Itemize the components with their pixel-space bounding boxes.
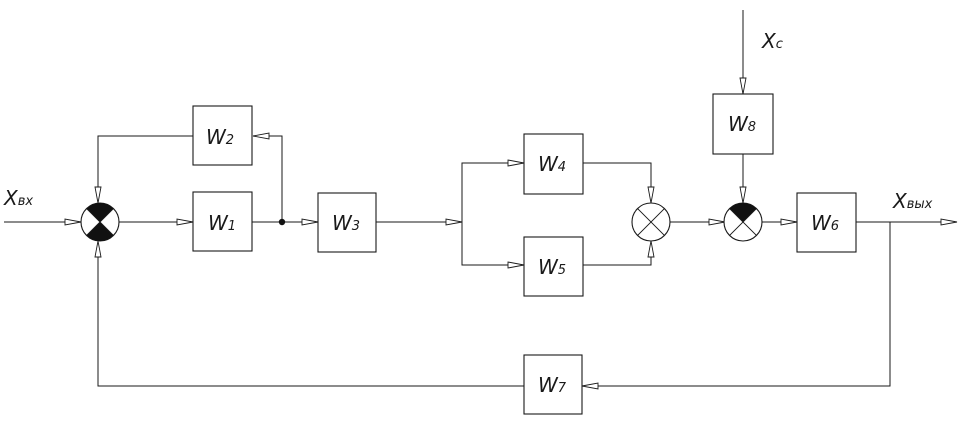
signal-output-symbol: X bbox=[892, 189, 908, 213]
block-w1-index: 1 bbox=[228, 219, 236, 234]
signal-input-subscript: вх bbox=[18, 194, 34, 209]
arrow-w2-s1 bbox=[94, 186, 102, 204]
svg-text:W7: W7 bbox=[538, 373, 567, 397]
block-w3-symbol: W bbox=[332, 211, 353, 235]
block-w3: W3 bbox=[317, 192, 377, 253]
arrow-to-split bbox=[445, 218, 463, 226]
arrow-to-w5 bbox=[507, 261, 525, 269]
svg-text:W4: W4 bbox=[538, 152, 566, 176]
block-w4-index: 4 bbox=[558, 160, 566, 175]
signal-disturbance-subscript: с bbox=[776, 37, 783, 52]
block-w8-symbol: W bbox=[728, 112, 749, 136]
arrow-xc-w8 bbox=[739, 77, 747, 95]
block-w4: W4 bbox=[523, 133, 584, 195]
block-w7-symbol: W bbox=[538, 373, 559, 397]
block-w7-index: 7 bbox=[558, 381, 567, 396]
block-w2-index: 2 bbox=[226, 133, 234, 148]
svg-text:W3: W3 bbox=[332, 211, 360, 235]
block-w2-symbol: W bbox=[206, 125, 227, 149]
arrow-s2-s3 bbox=[708, 218, 726, 226]
block-w8: W8 bbox=[712, 93, 774, 155]
svg-text:W6: W6 bbox=[811, 211, 839, 235]
signal-output-label: Xвых bbox=[892, 189, 933, 213]
block-w5: W5 bbox=[523, 236, 584, 297]
svg-text:W5: W5 bbox=[538, 255, 566, 279]
block-w6: W6 bbox=[796, 192, 857, 253]
arrowheads bbox=[64, 77, 958, 390]
arrow-feedback-s1 bbox=[94, 240, 102, 258]
arrow-to-w4 bbox=[507, 159, 525, 167]
arrow-to-w3 bbox=[301, 218, 319, 226]
block-w3-index: 3 bbox=[352, 219, 360, 234]
svg-text:W8: W8 bbox=[728, 112, 756, 136]
wire-node-w2 bbox=[253, 135, 283, 222]
signal-disturbance-symbol: X bbox=[761, 29, 777, 53]
block-w1: W1 bbox=[192, 191, 253, 252]
block-w8-index: 8 bbox=[748, 120, 756, 135]
wire-split-w5 bbox=[461, 222, 524, 266]
svg-text:W1: W1 bbox=[208, 211, 236, 235]
wire-split-w4 bbox=[461, 162, 524, 222]
wire-feedback-to-w7 bbox=[582, 222, 891, 387]
block-w7: W7 bbox=[523, 354, 583, 415]
block-w1-symbol: W bbox=[208, 211, 229, 235]
arrow-output bbox=[940, 218, 958, 226]
arrow-to-w2 bbox=[252, 132, 270, 140]
block-w4-symbol: W bbox=[538, 152, 559, 176]
signal-input-label: Xвх bbox=[3, 186, 33, 210]
summing-junction-3 bbox=[723, 202, 763, 242]
arrow-s3-w6 bbox=[780, 218, 798, 226]
arrow-w5-s2 bbox=[647, 240, 655, 258]
block-w6-symbol: W bbox=[811, 211, 832, 235]
signal-input-symbol: X bbox=[3, 186, 19, 210]
signal-disturbance-label: Xс bbox=[761, 29, 783, 53]
arrow-w4-s2 bbox=[647, 186, 655, 204]
block-w5-symbol: W bbox=[538, 255, 559, 279]
signal-output-subscript: вых bbox=[907, 197, 933, 212]
block-w6-index: 6 bbox=[831, 219, 839, 234]
arrow-w8-s3 bbox=[739, 186, 747, 204]
summing-junction-2 bbox=[631, 202, 671, 242]
wire-w7-s1 bbox=[97, 241, 524, 387]
block-w5-index: 5 bbox=[558, 263, 566, 278]
branch-node bbox=[278, 218, 286, 226]
wire-w2-s1 bbox=[97, 135, 193, 203]
summing-junction-1 bbox=[80, 202, 120, 242]
wire-w5-s2 bbox=[583, 241, 652, 266]
block-w2: W2 bbox=[192, 105, 253, 166]
wire-w4-s2 bbox=[583, 162, 652, 203]
arrow-input-s1 bbox=[64, 218, 82, 226]
svg-text:W2: W2 bbox=[206, 125, 234, 149]
arrow-s1-w1 bbox=[176, 218, 194, 226]
arrow-to-w7 bbox=[581, 382, 599, 390]
